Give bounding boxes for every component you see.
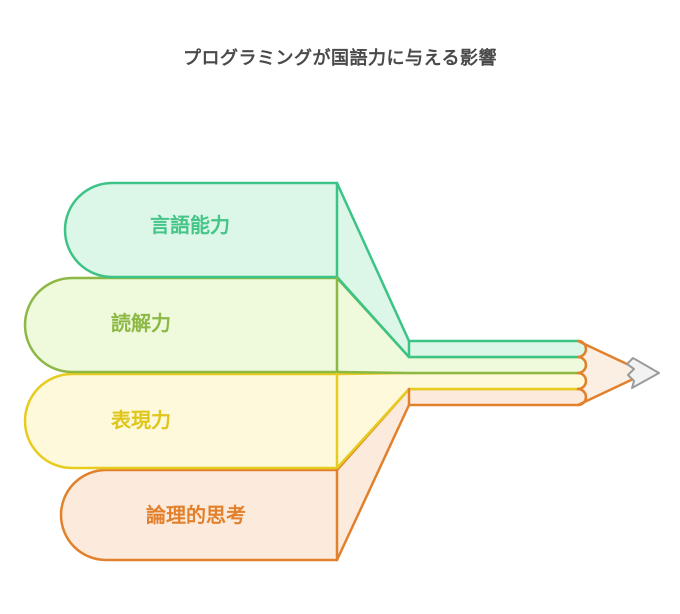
label-logical-thinking: 論理的思考 xyxy=(146,505,246,527)
diagram-title: プログラミングが国語力に与える影響 xyxy=(183,48,497,68)
label-reading-comprehension: 読解力 xyxy=(111,313,171,335)
pencil-wood-cone xyxy=(576,339,648,407)
label-language-ability: 言語能力 xyxy=(150,215,230,237)
pencil-lead-tip xyxy=(626,357,660,389)
label-expression: 表現力 xyxy=(111,410,171,432)
